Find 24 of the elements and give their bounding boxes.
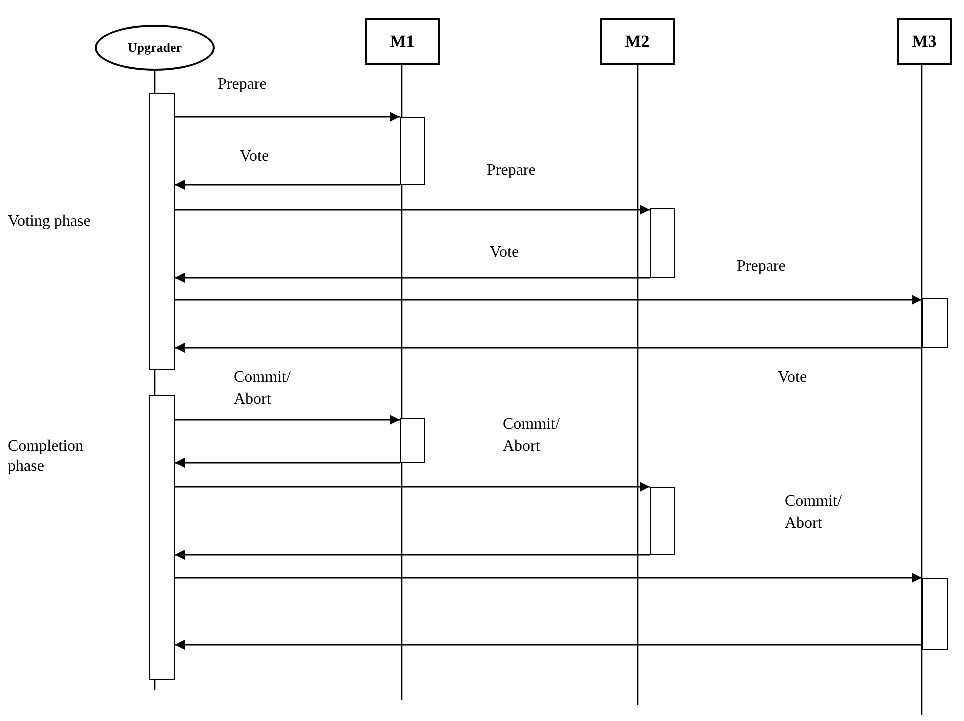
- arrow: [175, 295, 922, 305]
- activation-bar: [922, 298, 948, 348]
- participant-box: M1: [365, 18, 440, 65]
- arrow: [175, 573, 922, 583]
- participant-box: M3: [897, 18, 952, 65]
- arrow: [175, 415, 400, 425]
- participant-box: M2: [600, 18, 675, 65]
- activation-bar: [149, 395, 175, 680]
- activation-bar: [650, 487, 675, 555]
- arrow: [175, 640, 922, 650]
- arrow: [175, 458, 400, 468]
- activation-bar: [400, 418, 425, 463]
- activation-bar: [149, 93, 175, 370]
- arrow: [175, 343, 922, 353]
- activation-bar: [650, 208, 675, 278]
- arrow: [175, 180, 400, 190]
- arrow: [175, 550, 650, 560]
- actor-ellipse: Upgrader: [95, 25, 215, 71]
- arrow: [175, 112, 400, 122]
- activation-bar: [922, 578, 948, 650]
- arrow: [175, 273, 650, 283]
- activation-bar: [400, 117, 425, 185]
- arrow: [175, 205, 650, 215]
- arrow: [175, 482, 650, 492]
